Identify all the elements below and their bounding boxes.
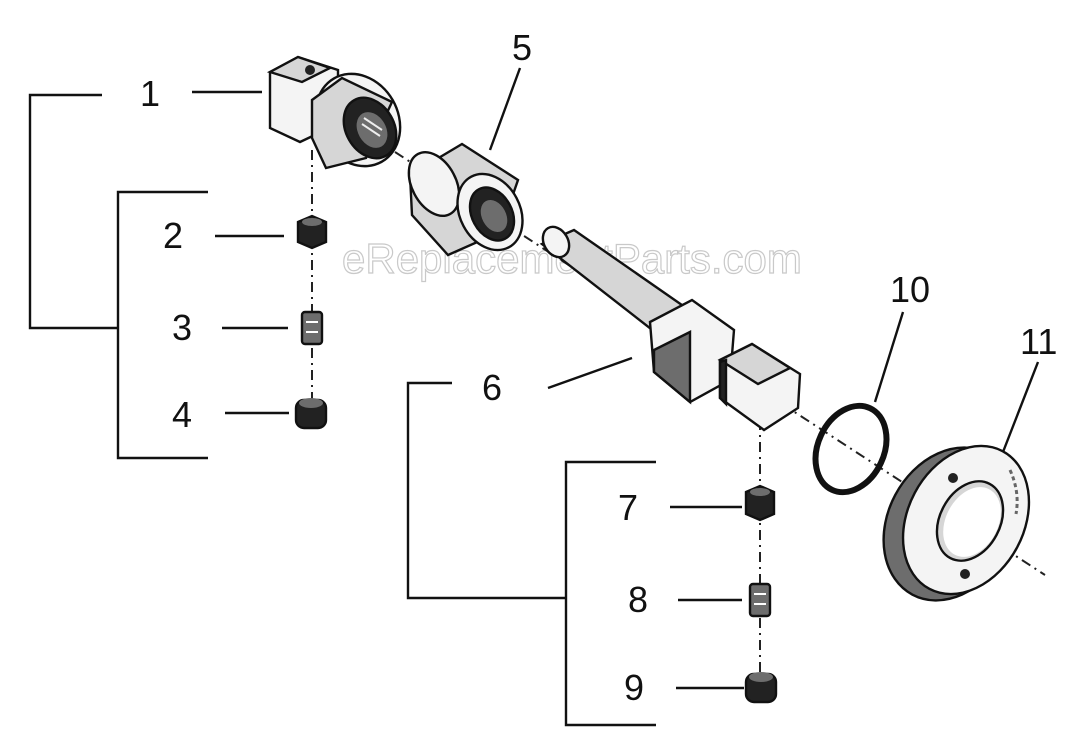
part-11-ring-nut [882, 444, 1031, 602]
leader-11 [1001, 361, 1040, 453]
bracket-group-1 [28, 93, 118, 330]
bracket-group-6 [406, 381, 566, 600]
callout-11: 11 [1020, 321, 1057, 362]
leader-6 [547, 356, 633, 390]
part-5-sleeve [407, 142, 524, 257]
part-4-cap [294, 398, 328, 430]
callout-3: 3 [172, 307, 192, 348]
callout-1: 1 [140, 73, 160, 114]
part-6-shaft [539, 225, 802, 432]
callout-4: 4 [172, 394, 192, 435]
callout-9: 9 [624, 667, 644, 708]
part-1-coupler [266, 55, 402, 170]
part-3-spacer [300, 310, 324, 346]
leader-5 [488, 67, 522, 151]
bracket-group-7-9 [564, 460, 656, 727]
callout-7: 7 [618, 487, 638, 528]
part-10-o-ring [812, 402, 890, 496]
callout-8: 8 [628, 579, 648, 620]
callout-2: 2 [163, 215, 183, 256]
bracket-group-2-4 [116, 190, 208, 460]
part-9-cap [744, 672, 778, 704]
leader-10 [873, 311, 905, 403]
part-8-spacer [748, 582, 772, 618]
part-7-nut [744, 484, 776, 522]
part-2-nut [296, 214, 328, 250]
callout-5: 5 [512, 27, 532, 68]
callout-10: 10 [890, 269, 930, 310]
callout-6: 6 [482, 367, 502, 408]
